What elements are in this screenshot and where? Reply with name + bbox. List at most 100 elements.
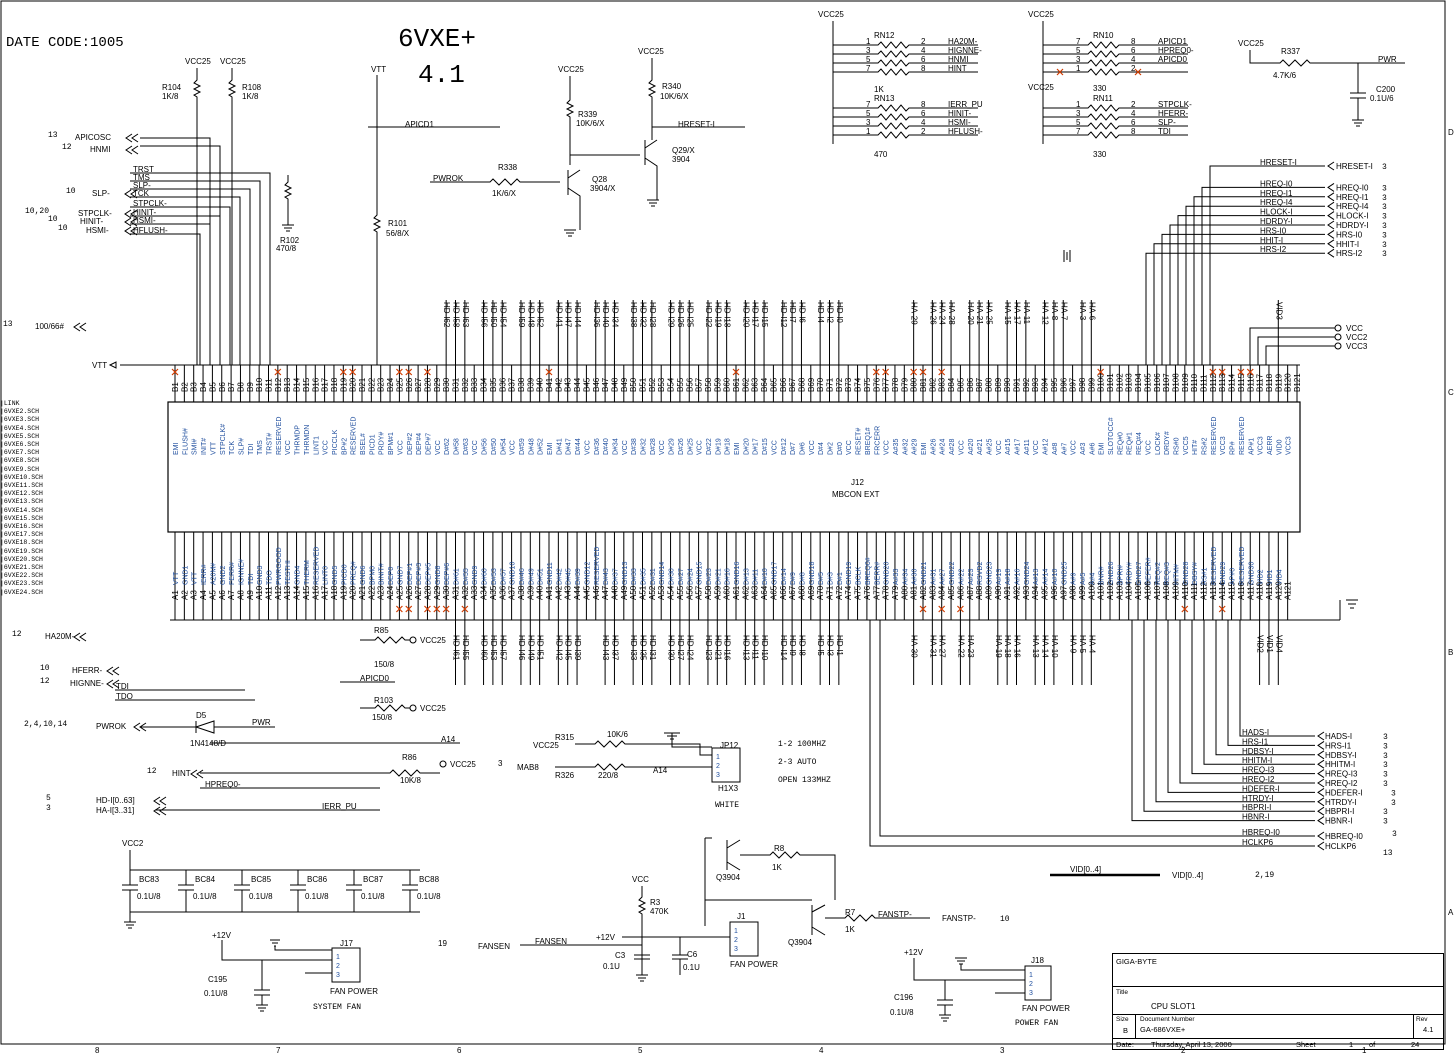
pin-name: SLOTOCC# bbox=[1108, 417, 1115, 455]
net-label: HA20M- bbox=[948, 37, 978, 46]
r8-ref: R8 bbox=[774, 844, 785, 853]
pin-number: B121 bbox=[1293, 373, 1302, 392]
net-label: HD-I58 bbox=[452, 302, 461, 328]
port-label: HBNR-I bbox=[1325, 817, 1353, 826]
pin-name: A#12 bbox=[1043, 439, 1050, 455]
pin-number: A37 bbox=[508, 585, 517, 600]
pin-number: B115 bbox=[1237, 373, 1246, 392]
apicd1-net: APICD1 bbox=[405, 120, 434, 129]
pin-number: A48 bbox=[610, 585, 619, 600]
pin-number: A78 bbox=[882, 585, 891, 600]
no-connect-mark bbox=[405, 368, 413, 376]
pin-number: A68 bbox=[797, 585, 806, 600]
no-connect-mark bbox=[395, 368, 403, 376]
fanstp-port: FANSTP- bbox=[942, 914, 976, 923]
pin-name: DEP#7 bbox=[425, 433, 432, 455]
fanstp-net: FANSTP- bbox=[878, 910, 912, 919]
pin-name: A#30 bbox=[912, 569, 919, 585]
rnet-element bbox=[833, 59, 978, 67]
pin-name: GND20 bbox=[884, 562, 891, 585]
no-connect-mark bbox=[938, 368, 946, 376]
vtt-port: VTT bbox=[92, 361, 107, 370]
pin-number: A7 bbox=[227, 590, 236, 600]
pin-name: REQ#4 bbox=[1136, 432, 1143, 455]
port-label: HRS-I0 bbox=[1336, 230, 1363, 239]
rnet-element bbox=[1043, 113, 1188, 121]
pin-number: A1 bbox=[171, 590, 180, 600]
r101-value: 56/8/X bbox=[386, 229, 410, 238]
pin-name: D#51 bbox=[538, 568, 545, 585]
pin-number: B94 bbox=[1041, 377, 1050, 392]
pin-name: D#58 bbox=[454, 438, 461, 455]
pin-name: VCC bbox=[1071, 440, 1078, 455]
pin-name: BP#2 bbox=[341, 438, 348, 455]
schematic-file: |6VXE8.SCH bbox=[0, 457, 40, 465]
pin-name: TMS bbox=[257, 440, 264, 455]
pin-number: A110 bbox=[1181, 581, 1190, 600]
sheet-total: 24 bbox=[1411, 1040, 1420, 1049]
bc83-ref: BC83 bbox=[139, 875, 160, 884]
svg-text:3: 3 bbox=[716, 772, 720, 779]
pin-number: A32 bbox=[461, 585, 470, 600]
pin-number: B2 bbox=[180, 382, 189, 392]
pin-number: A76 bbox=[863, 585, 872, 600]
pin-number: A42 bbox=[554, 585, 563, 600]
svg-text:2: 2 bbox=[336, 963, 340, 970]
net-label: HINIT- bbox=[948, 109, 971, 118]
pin-number: A80 bbox=[900, 585, 909, 600]
rnet-element bbox=[833, 122, 978, 130]
no-connect-mark bbox=[910, 368, 918, 376]
pin-number: A46 bbox=[592, 585, 601, 600]
net-label: HA-24 bbox=[938, 302, 947, 325]
ierr-net: IERR_PU bbox=[322, 802, 357, 811]
border-letter: D bbox=[1448, 128, 1454, 137]
net-label: HD-I33 bbox=[629, 635, 638, 661]
rnet-pin: 2 bbox=[921, 127, 926, 136]
pin-name: D#31 bbox=[650, 568, 657, 585]
net-wire bbox=[130, 180, 261, 365]
pin-name: VCC bbox=[659, 440, 666, 455]
pin-name: TDI bbox=[248, 444, 255, 455]
net-wire bbox=[130, 196, 241, 365]
pin-name: GND7 bbox=[397, 565, 404, 585]
power-port-label: VCC3 bbox=[1346, 342, 1368, 351]
pin-number: B83 bbox=[938, 377, 947, 392]
port-label: APICOSC bbox=[75, 133, 111, 142]
pin-name: THRMDP bbox=[295, 425, 302, 455]
pin-name: D#50 bbox=[491, 438, 498, 455]
pin-number: B86 bbox=[966, 377, 975, 392]
offpage-ref: 3 bbox=[1383, 808, 1388, 817]
pin-name: FRCERR bbox=[874, 426, 881, 455]
pin-number: B14 bbox=[293, 377, 302, 392]
pwr-net: PWR bbox=[1378, 55, 1397, 64]
r108-value: 1K/8 bbox=[242, 92, 259, 101]
pin-number: B7 bbox=[227, 382, 236, 392]
net-label: HA-3 bbox=[1078, 302, 1087, 321]
pin-name: A#22 bbox=[958, 569, 965, 585]
pin-number: B55 bbox=[676, 377, 685, 392]
pin-number: A17 bbox=[321, 585, 330, 600]
net-label: HA-26 bbox=[928, 302, 937, 325]
pin-number: B22 bbox=[367, 377, 376, 392]
pin-number: B33 bbox=[470, 377, 479, 392]
pin-number: A19 bbox=[339, 585, 348, 600]
pin-name: A#20 bbox=[968, 439, 975, 455]
pin-number: A66 bbox=[779, 585, 788, 600]
net-wire bbox=[1239, 620, 1315, 737]
svg-text:2: 2 bbox=[734, 937, 738, 944]
schematic-file: |6VXE18.SCH bbox=[0, 539, 43, 547]
pin-name: PICD0 bbox=[341, 564, 348, 585]
net-label: HA-15 bbox=[1003, 302, 1012, 325]
pin-number: B104 bbox=[1134, 373, 1143, 392]
rn11-ref: RN11 bbox=[1093, 94, 1113, 103]
pin-number: B34 bbox=[480, 377, 489, 392]
pin-name: TCK bbox=[229, 441, 236, 455]
net-label: IERR_PU bbox=[948, 100, 983, 109]
fansen-port: FANSEN bbox=[478, 942, 510, 951]
vcc25-label: VCC25 bbox=[533, 741, 559, 750]
pin-name: GND8 bbox=[435, 565, 442, 585]
port-arrow bbox=[1327, 211, 1335, 221]
port-arrow bbox=[1317, 759, 1325, 769]
port-label: HLOCK-I bbox=[1336, 212, 1368, 221]
r103-value: 150/8 bbox=[372, 713, 393, 722]
